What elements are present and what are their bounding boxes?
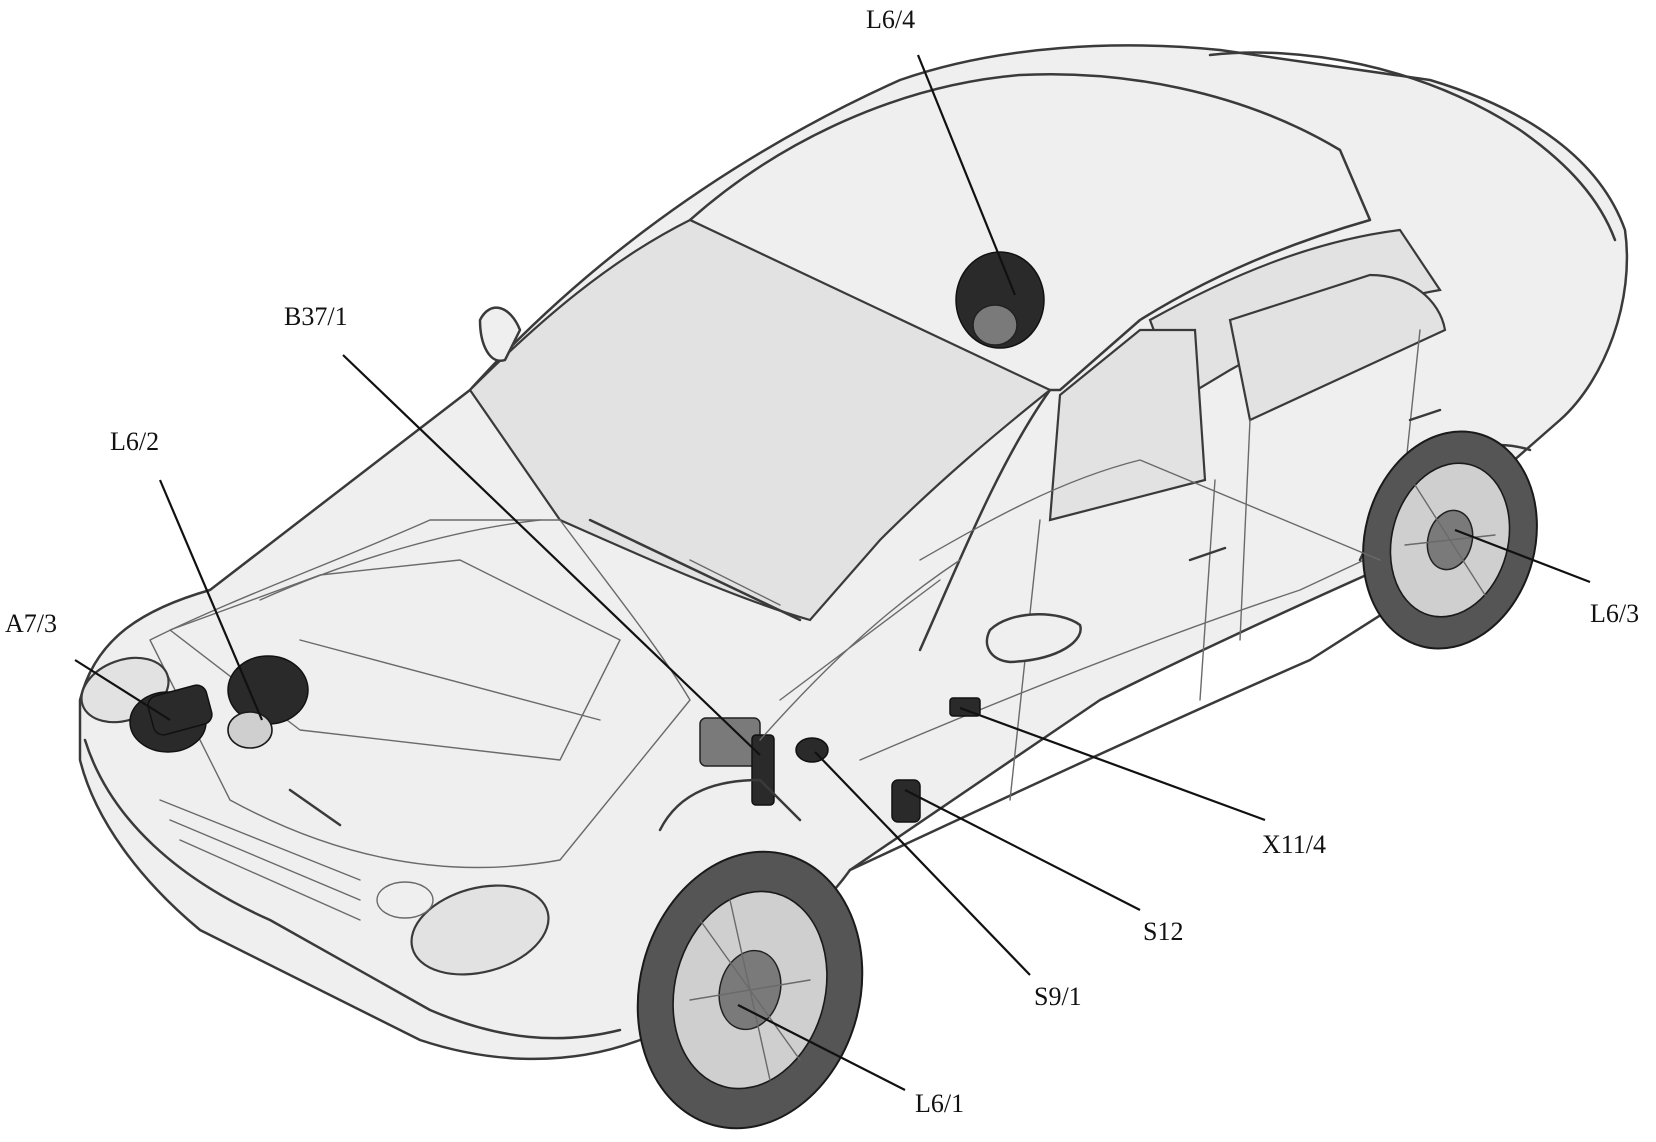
front-grille (159, 799, 361, 921)
rear-door-handle (1408, 408, 1442, 422)
leader-s9-1 (814, 751, 1031, 976)
car-illustration (78, 44, 1629, 1130)
leader-x11-4 (959, 706, 1266, 822)
leader-s12 (904, 789, 1141, 911)
component-l6-2 (227, 655, 342, 827)
front-bumper (83, 738, 622, 1040)
rocker-panel (848, 588, 1422, 872)
leader-l6-3 (1454, 528, 1591, 584)
wiper (588, 518, 802, 622)
leader-l6-4 (916, 54, 1017, 296)
label-l6-4: L6/4 (866, 5, 915, 34)
front-side-window (1048, 328, 1207, 522)
front-door-handle (1188, 546, 1227, 562)
windshield (468, 218, 1053, 622)
component-l6-4 (955, 251, 1045, 349)
engine-bay-lines (169, 559, 621, 761)
fog-light (376, 881, 434, 919)
leader-l6-2 (158, 479, 264, 721)
component-s9-1 (795, 737, 829, 763)
front-wheel (636, 850, 864, 1130)
callout-labels: L6/4 B37/1 L6/2 A7/3 L6/3 X11/4 S12 S9/1… (5, 5, 1639, 1118)
leader-a7-3 (74, 659, 171, 721)
leader-l6-1 (737, 1004, 906, 1091)
component-b37-1 (658, 717, 802, 832)
component-s12 (891, 779, 921, 823)
leader-lines (74, 54, 1591, 1091)
headlight-right (410, 884, 550, 976)
side-crease (859, 519, 1451, 761)
left-mirror (478, 306, 522, 362)
label-l6-1: L6/1 (915, 1089, 964, 1118)
label-l6-3: L6/3 (1590, 599, 1639, 628)
harness-wire (759, 459, 1381, 741)
label-x11-4: X11/4 (1262, 830, 1326, 859)
hood-outline (149, 519, 691, 869)
rear-wheel (1358, 430, 1538, 650)
wiper-2 (689, 559, 781, 606)
leader-b37-1 (342, 354, 761, 756)
label-s9-1: S9/1 (1034, 982, 1082, 1011)
label-s12: S12 (1143, 917, 1183, 946)
label-b37-1: B37/1 (284, 302, 348, 331)
label-l6-2: L6/2 (110, 427, 159, 456)
label-a7-3: A7/3 (5, 609, 57, 638)
trunk-edge (1208, 51, 1617, 242)
rear-side-window (1228, 273, 1447, 422)
a-pillar (918, 388, 1052, 652)
side-mirror (985, 613, 1082, 664)
hood-crease (259, 519, 601, 721)
